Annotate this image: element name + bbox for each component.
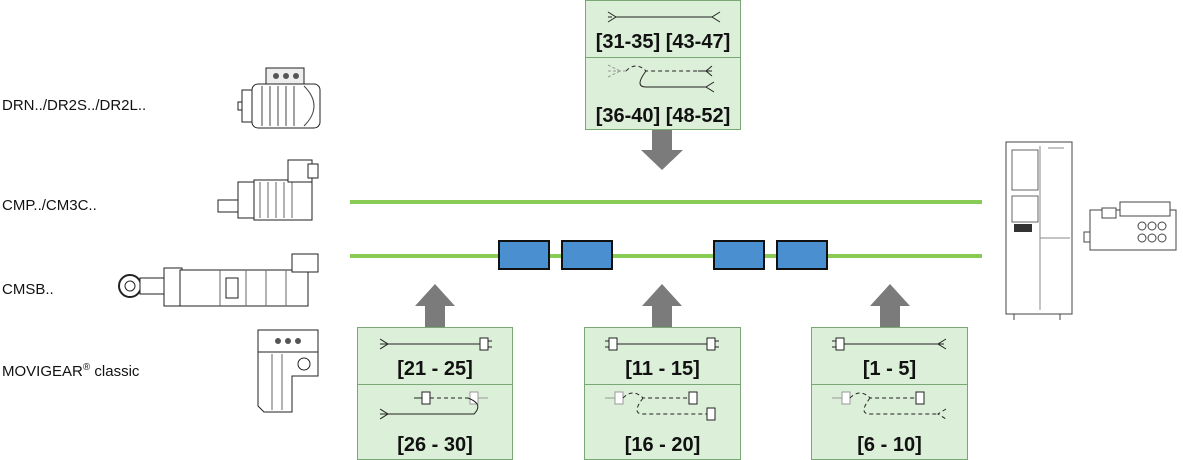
connector-1 [498, 240, 550, 270]
cable-box-1: [21 - 25] [26 - 30] [357, 327, 513, 460]
extension-cable-icon [607, 64, 715, 93]
motor-label-cmsb: CMSB.. [2, 281, 54, 298]
arrow-up-1 [415, 284, 455, 328]
cable-open-ends-icon [607, 11, 721, 23]
range-top-b: [36-40] [48-52] [595, 105, 731, 127]
range-3-a: [1 - 5] [862, 358, 917, 380]
inverter-icon [1005, 141, 1073, 320]
drn-motor-icon [237, 67, 321, 129]
range-2-b: [16 - 20] [624, 434, 701, 456]
range-top-a: [31-35] [43-47] [595, 31, 731, 53]
cable-plug-icon [379, 337, 492, 351]
arrow-up-3 [870, 284, 910, 328]
movigear-name: MOVIGEAR [2, 363, 83, 380]
motor-label-cmp: CMP../CM3C.. [2, 197, 97, 214]
motor-label-movigear: MOVIGEAR® classic [2, 362, 139, 380]
cable-box-top: [31-35] [43-47] [36-40] [48-52] [585, 0, 741, 130]
extension-plug-cable-icon [832, 391, 947, 420]
range-1-a: [21 - 25] [397, 358, 473, 380]
connector-4 [776, 240, 828, 270]
movigear-icon [257, 329, 319, 413]
cmp-motor-icon [217, 159, 319, 221]
registered-mark: ® [82, 362, 91, 373]
extension-plug-icon [379, 391, 488, 420]
connector-2 [561, 240, 613, 270]
decentral-unit-icon [1083, 201, 1177, 251]
extension-plug-plug-icon [605, 391, 716, 421]
cmsb-motor-icon [118, 253, 319, 307]
motor-label-drn: DRN../DR2S../DR2L.. [2, 97, 147, 114]
range-1-b: [26 - 30] [397, 434, 473, 456]
cable-plug-plug-icon [605, 337, 719, 351]
range-3-b: [6 - 10] [857, 434, 922, 456]
arrow-up-2 [642, 284, 682, 328]
cable-box-3: [1 - 5] [6 - 10] [811, 327, 968, 460]
cable-box-2: [11 - 15] [16 - 20] [584, 327, 741, 460]
movigear-suffix: classic [90, 363, 140, 380]
connector-3 [713, 240, 765, 270]
plug-cable-icon [832, 337, 947, 351]
range-2-a: [11 - 15] [625, 358, 700, 380]
arrow-down [641, 130, 683, 170]
